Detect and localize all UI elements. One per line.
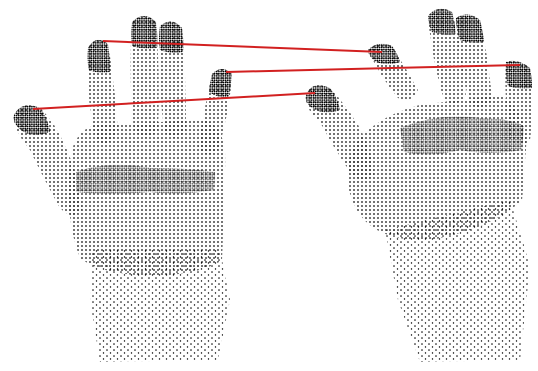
right-middle-tip-dark — [428, 9, 456, 35]
left-pinky-tip-dark — [209, 69, 232, 98]
left-hand-point-cloud — [14, 16, 232, 362]
left-ring-tip-dark — [159, 21, 183, 52]
left-index-tip-dark — [87, 40, 110, 73]
right-knuckle-shading — [400, 116, 524, 154]
right-hand-point-cloud — [306, 9, 532, 362]
right-ring-tip-dark — [456, 14, 484, 42]
right-index-tip-dark — [368, 44, 400, 64]
